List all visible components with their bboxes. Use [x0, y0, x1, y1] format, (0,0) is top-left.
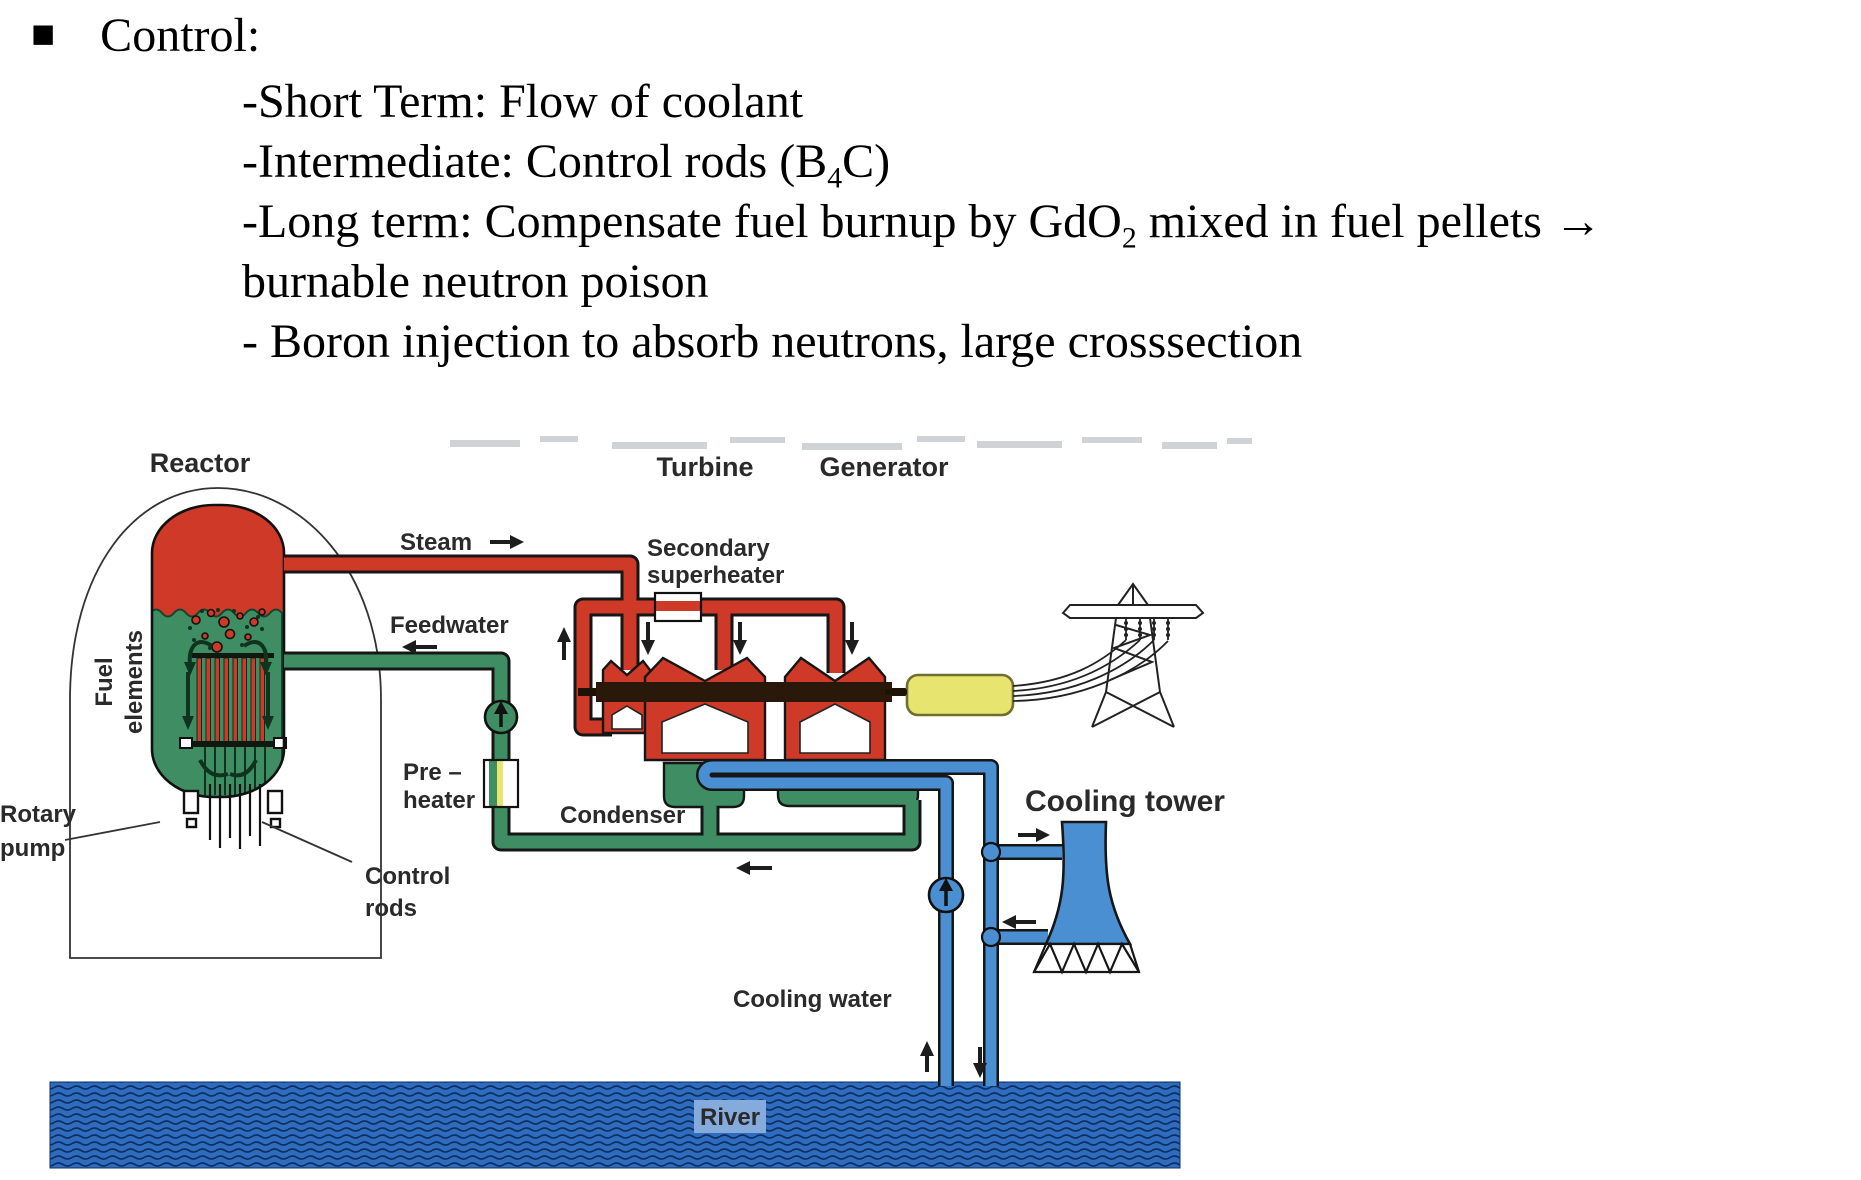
bullet-square-icon: ■ [31, 11, 56, 56]
tower-junction-top [980, 841, 1002, 863]
slide-body-text: -Short Term: Flow of coolant -Intermedia… [242, 72, 1602, 372]
steam-bubbles [191, 608, 266, 653]
generator-body [905, 673, 1015, 717]
circulation-arrowheads [182, 662, 274, 730]
label-secondary-2: superheater [647, 562, 784, 589]
lp2-exhaust-hood [799, 703, 871, 754]
preheater-box [482, 758, 520, 809]
cooling-water-pipes [696, 759, 1062, 1086]
reactor-vessel [150, 503, 287, 799]
label-rotary-2: pump [0, 835, 65, 862]
label-condenser: Condenser [560, 802, 685, 829]
slide-line-4: burnable neutron poison [242, 255, 709, 308]
lp1-exhaust-hood [661, 703, 749, 754]
scan-noise [450, 436, 1252, 450]
label-river: River [700, 1104, 760, 1131]
river-label: River [694, 1100, 766, 1133]
rotary-pump-leader [64, 821, 161, 841]
label-generator: Generator [819, 452, 949, 482]
label-steam: Steam [400, 529, 472, 556]
slide-line-3: -Long term: Compensate fuel burnup by Gd… [242, 195, 1602, 255]
slide-heading-row: ■ Control: [31, 8, 260, 64]
slide-heading: Control: [100, 9, 261, 62]
slide-line-5: - Boron injection to absorb neutrons, la… [242, 315, 1303, 368]
steam-pipes [284, 554, 846, 737]
control-rods-leader [261, 821, 353, 863]
secondary-superheater-box [653, 591, 703, 623]
control-rods [208, 784, 262, 849]
label-feedwater: Feedwater [390, 612, 509, 639]
tower-junction-bottom [980, 926, 1002, 948]
diagram-labels: Reactor Turbine Generator Steam Secondar… [0, 448, 1225, 1133]
label-turbine: Turbine [657, 452, 754, 482]
transmission-pylon [1061, 582, 1205, 728]
power-lines [1012, 639, 1169, 702]
containment-outline [69, 487, 382, 959]
label-preheater-2: heater [403, 787, 475, 814]
river [49, 1081, 1181, 1169]
label-reactor: Reactor [150, 448, 251, 478]
slide-line-2: -Intermediate: Control rods (B4C) [242, 135, 891, 195]
bwr-plant-diagram: Reactor Turbine Generator Steam Secondar… [0, 436, 1252, 1169]
turbine-shaft-band [596, 682, 892, 702]
pylon-insulators [1124, 618, 1170, 640]
label-cooling-tower: Cooling tower [1025, 785, 1225, 818]
rod-drive-mechanisms [182, 789, 284, 829]
label-fuel-1: Fuel [91, 657, 118, 706]
feedwater-pump [483, 699, 519, 735]
label-rotary-1: Rotary [0, 801, 77, 828]
label-controlrods-2: rods [365, 895, 417, 922]
label-fuel-2: elements [121, 630, 148, 734]
hp-exhaust-hood [611, 705, 643, 730]
slide-line-1: -Short Term: Flow of coolant [242, 75, 804, 128]
label-secondary-1: Secondary [647, 535, 770, 562]
flow-arrows [402, 535, 1050, 1078]
cooling-water-pump [927, 876, 965, 914]
label-controlrods-1: Control [365, 863, 450, 890]
cooling-tower [1032, 820, 1141, 975]
turbine-generator-group [578, 656, 1015, 762]
label-preheater-1: Pre – [403, 759, 462, 786]
label-cooling-water: Cooling water [733, 986, 892, 1013]
